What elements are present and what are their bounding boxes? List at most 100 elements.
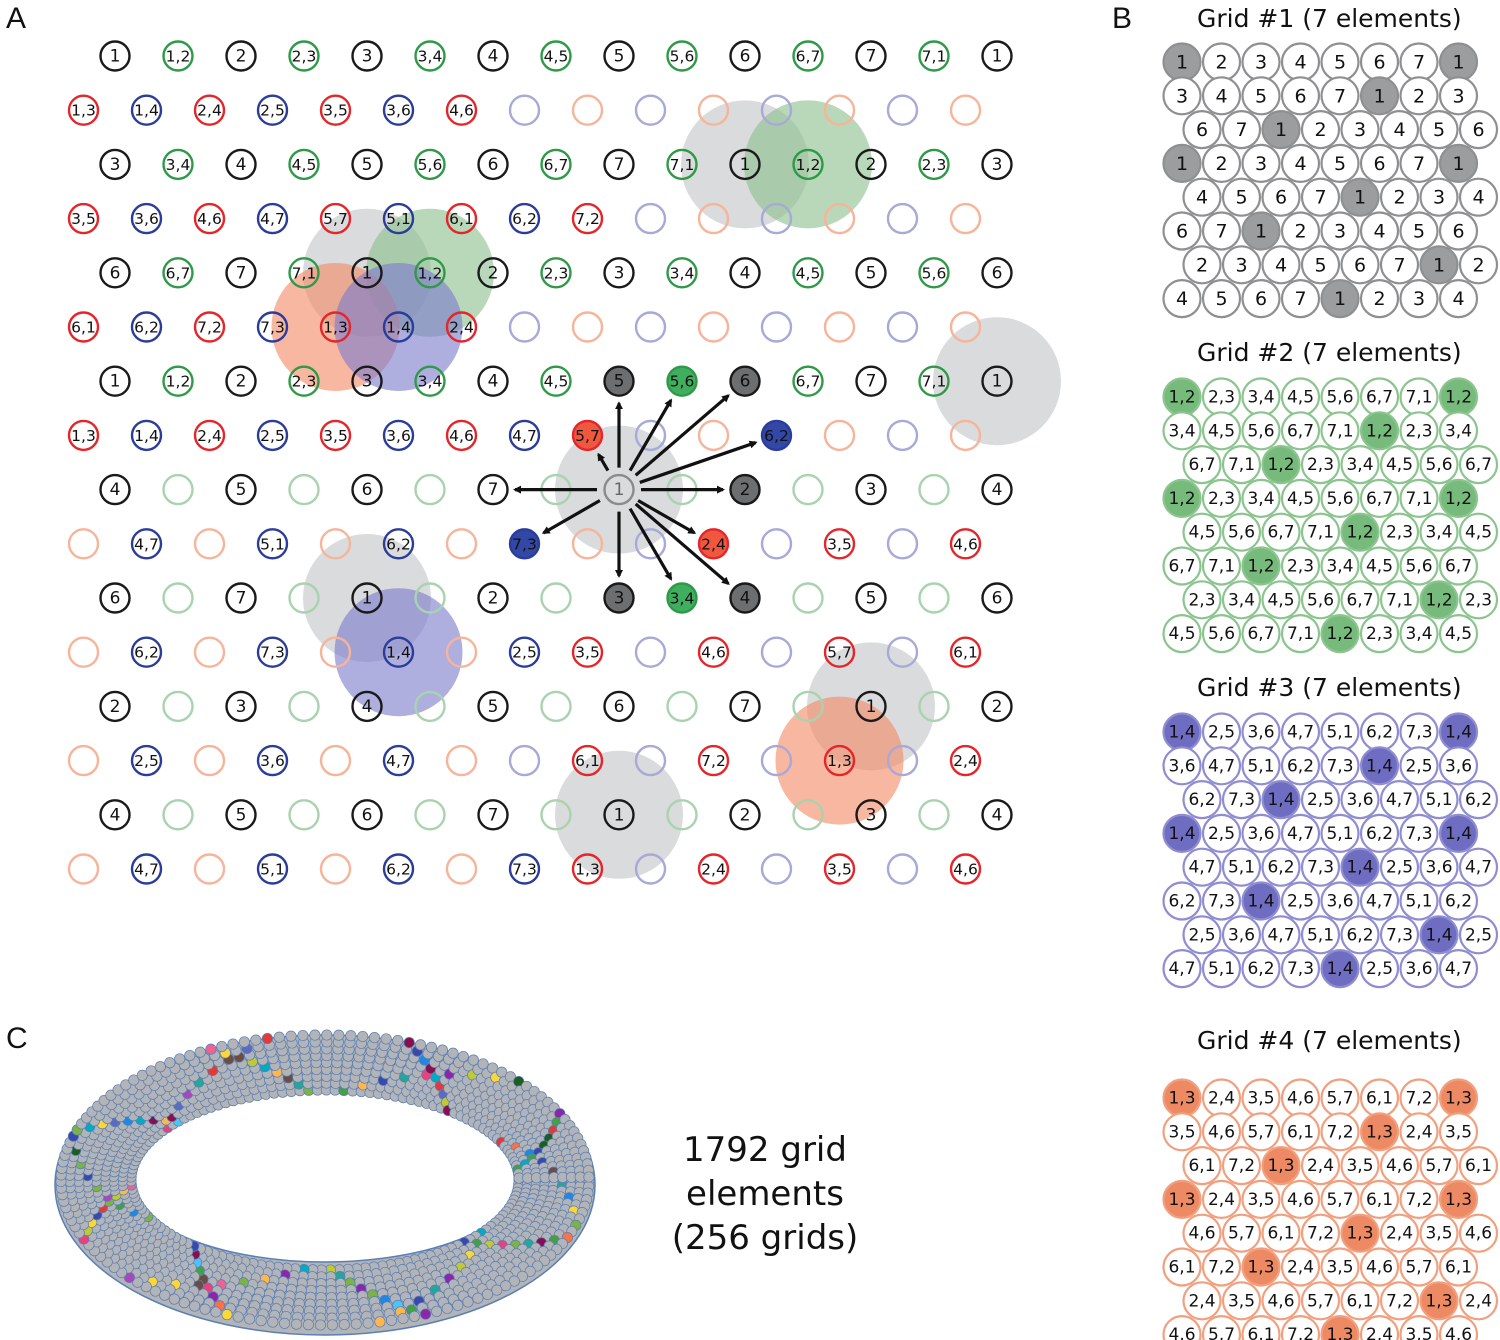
torus-grid-element — [194, 1046, 206, 1058]
grid-element: 5,6 — [666, 40, 698, 72]
grid-cell-label: 1,2 — [1445, 489, 1472, 509]
grid-element: 1,4 — [130, 419, 163, 452]
grid-cell-label: 4 — [1472, 187, 1484, 209]
grid-element-ring — [603, 799, 635, 831]
grid-element — [634, 311, 667, 343]
grid-cell-label: 6,1 — [1247, 1325, 1274, 1340]
torus-grid-element — [467, 1054, 479, 1066]
grid-cell — [1201, 411, 1242, 451]
grid-element-ring — [540, 799, 572, 831]
grid-cell — [1320, 881, 1360, 921]
grid-element: 6 — [99, 582, 131, 614]
grid-cell-label: 1,3 — [1267, 1156, 1294, 1176]
grid-element-label: 4,5 — [544, 373, 569, 391]
grid-element: 3 — [855, 799, 887, 831]
grid-cell-label: 7,1 — [1405, 388, 1432, 408]
torus-grid-element — [285, 1030, 297, 1042]
torus-grid-element — [447, 1047, 459, 1059]
grid-cell-label: 6,1 — [1168, 1258, 1195, 1278]
grid-cell — [1221, 1281, 1262, 1321]
grid-element: 7 — [855, 40, 887, 72]
grid-element-ring — [414, 365, 446, 397]
grid-element-ring — [729, 148, 761, 181]
grid-cell — [1261, 512, 1301, 552]
grid-cell — [1399, 411, 1439, 451]
grid-cell-label: 2,5 — [1465, 925, 1492, 945]
grid-element-ring — [540, 365, 572, 397]
grid-element — [571, 94, 604, 126]
grid-cell-label: 1 — [1452, 153, 1464, 175]
grid-cell-label: 2,3 — [1386, 523, 1413, 543]
grid-cell — [1201, 613, 1242, 654]
grid-element-ring — [414, 582, 446, 614]
grid-cell-label: 7,2 — [1405, 1190, 1432, 1210]
grid-2-title: Grid #2 (7 elements) — [1197, 338, 1462, 367]
grid-element-label: 2 — [236, 47, 247, 67]
grid-element: 5,7 — [319, 202, 352, 235]
grid-cell — [1201, 143, 1242, 183]
grid-cell — [1300, 445, 1341, 485]
grid-element-ring — [886, 528, 919, 560]
grid-cell-label: 3 — [1255, 153, 1267, 175]
grid-element-ring — [855, 40, 887, 72]
grid-element-label: 4,6 — [953, 861, 978, 879]
grid-element — [414, 690, 446, 723]
grid-element-ring — [508, 202, 541, 235]
grid-cell-label: 7 — [1215, 221, 1227, 243]
grid-element-label: 7 — [614, 155, 625, 175]
grid-element: 6,1 — [445, 202, 478, 235]
grid-3-title: Grid #3 (7 elements) — [1197, 673, 1462, 702]
grid-cell-label: 2,5 — [1386, 858, 1413, 878]
grid-element-label: 4 — [110, 805, 121, 825]
grid-cell — [1419, 245, 1459, 285]
grid-cell — [1458, 915, 1499, 955]
grid-cell-label: 3,6 — [1228, 925, 1255, 945]
grid-cell-label: 4,6 — [1386, 1156, 1413, 1176]
grid-element — [697, 311, 730, 343]
torus-grid-element — [477, 1058, 489, 1070]
grid-element: 4,6 — [193, 202, 226, 235]
torus-grid-element — [431, 1305, 443, 1317]
torus-grid-element — [321, 1029, 333, 1041]
torus-grid-element — [403, 1037, 415, 1049]
grid-cell-label: 2,4 — [1287, 1258, 1314, 1278]
grid-cell — [1359, 478, 1400, 518]
grid-element-label: 2,4 — [701, 535, 726, 553]
grid-cell-label: 6 — [1176, 221, 1188, 243]
grid-cell-label: 4,6 — [1445, 1325, 1472, 1340]
grid-element-ring — [193, 744, 226, 777]
torus — [54, 1029, 596, 1336]
grid-element-ring — [508, 94, 541, 126]
torus-grid-element — [302, 1319, 314, 1331]
grid-cell — [1241, 746, 1281, 786]
grid-element-label: 2,4 — [197, 427, 222, 445]
grid-element-label: 5 — [866, 263, 877, 283]
grid-element — [288, 582, 320, 614]
grid-cell — [1359, 1315, 1400, 1340]
grid-cell-label: 2,4 — [1386, 1224, 1413, 1244]
grid-element: 3 — [603, 582, 635, 614]
neighbor-arrow — [637, 499, 697, 535]
grid-element-label: 4,5 — [544, 48, 569, 66]
grid-element-label: 3,6 — [134, 210, 159, 228]
grid-element — [288, 690, 320, 723]
grid-cell-label: 1,4 — [1366, 756, 1393, 776]
grid-element — [414, 799, 446, 831]
grid-element: 4 — [729, 582, 761, 614]
grid-element-ring — [382, 744, 415, 777]
grid-cell-label: 7,2 — [1405, 1089, 1432, 1109]
grid-element-ring — [445, 311, 478, 343]
grid-element-ring — [414, 257, 446, 289]
grid-cell-label: 5,6 — [1405, 557, 1432, 577]
grid-element-ring — [256, 853, 289, 885]
grid-cell-label: 4 — [1373, 221, 1385, 243]
grid-element: 4,7 — [130, 853, 163, 885]
grid-element-label: 3,4 — [166, 156, 191, 174]
grid-element: 3,6 — [382, 419, 415, 452]
grid-cell — [1320, 1179, 1360, 1220]
grid-cell-label: 3,5 — [1405, 1325, 1432, 1340]
grid-element — [634, 744, 667, 777]
grid-element-ring — [981, 799, 1013, 831]
grid-element-ring — [351, 473, 383, 506]
grid-element-label: 6,7 — [166, 264, 191, 282]
